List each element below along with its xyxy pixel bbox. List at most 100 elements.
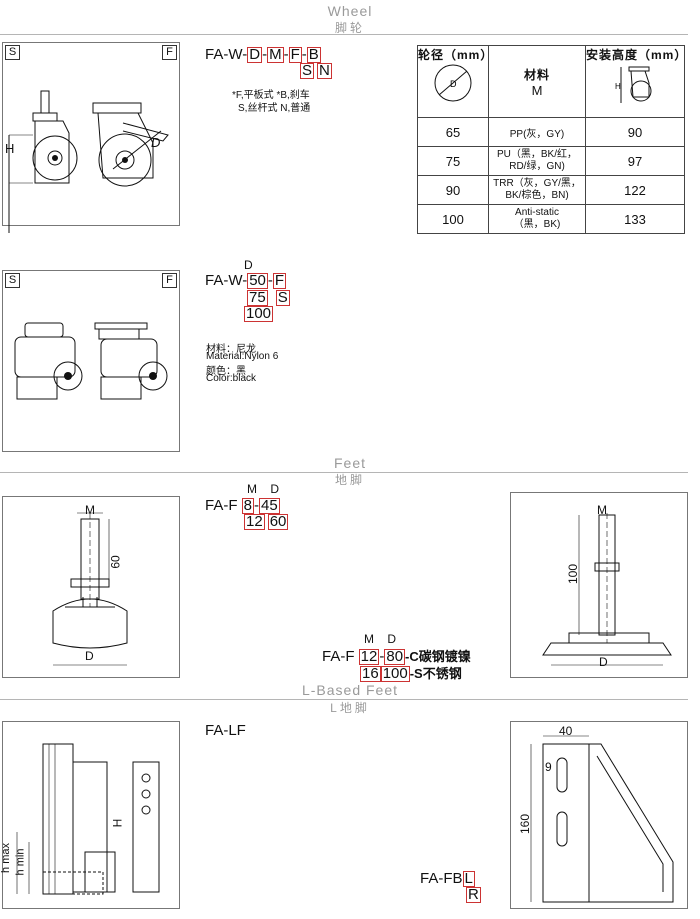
- wheel-diameter-icon: D: [434, 64, 472, 102]
- material-line1: Anti-static: [515, 207, 559, 218]
- material-line1: PP(灰，GY): [509, 128, 565, 140]
- material-en: Material:Nylon 6: [206, 351, 279, 362]
- feet-panel-2: M 100 D: [510, 492, 688, 678]
- material-cn: 材料：尼龙: [206, 344, 256, 355]
- table-header-height: 安装高度（mm） H: [585, 45, 686, 118]
- caster-drawing: [8, 90, 169, 233]
- tag-f: F: [162, 273, 177, 288]
- material-line1: TRR（灰，GY/黑，: [493, 178, 581, 189]
- code-box-75: 75: [247, 289, 268, 306]
- section-divider: [0, 699, 688, 700]
- steel-foot-drawing: [542, 513, 672, 666]
- lfeet-panel-2: 40 9 160: [510, 721, 688, 909]
- lfeet-panel-1: h max h min H: [0, 721, 180, 909]
- dim-160-label: 160: [518, 813, 533, 835]
- code-prefix: FA-FB: [420, 870, 463, 887]
- code-box-50: 50: [247, 272, 268, 289]
- l-bracket-drawing: [530, 735, 674, 903]
- code-box-s: S: [300, 62, 315, 79]
- cell-height: 90: [585, 117, 685, 147]
- code-dash: -: [379, 648, 385, 665]
- dim-9-label: 9: [545, 760, 552, 774]
- l-foot-assembly-drawing: [16, 743, 160, 895]
- table-row: 65 PP(灰，GY) 90: [417, 117, 685, 147]
- cell-diameter: 90: [417, 175, 489, 205]
- wheel2-d-header: D: [244, 258, 253, 272]
- feet-order-code-1: FA-F 8-45: [205, 497, 280, 514]
- wheel-order-code-2: FA-W-50-F: [205, 272, 287, 289]
- wheel-panel-1: S F H D: [2, 42, 180, 233]
- dim-m-label: M: [85, 503, 95, 517]
- icon-d-text: D: [450, 79, 457, 89]
- dim-d-label: D: [85, 649, 94, 663]
- lfoot-order-code: FA-LF: [205, 722, 246, 739]
- code-prefix: FA-F: [205, 497, 238, 514]
- section-title-lfeet: L-Based Feet: [301, 682, 399, 698]
- code-prefix: FA-F: [322, 648, 355, 665]
- cell-material: Anti-static（黑，BK): [488, 204, 586, 234]
- material-line2: RD/绿，GN): [509, 161, 565, 172]
- feet1-header: M D: [247, 482, 279, 496]
- code-prefix: FA-W-: [205, 46, 248, 63]
- cell-material: TRR（灰，GY/黑，BK/棕色，BN): [488, 175, 586, 205]
- cell-height: 97: [585, 146, 685, 176]
- section-title-wheel: Wheel: [327, 3, 373, 19]
- code-box-8: 8: [241, 497, 255, 514]
- dim-100-label: 100: [566, 563, 581, 585]
- color-cn: 颜色：黑: [206, 366, 246, 377]
- header-m: M: [247, 482, 257, 496]
- cell-diameter: 65: [417, 117, 489, 147]
- code-dash: -: [254, 497, 260, 514]
- code-suffix-c: -C碳钢镀镍: [405, 649, 471, 664]
- wheel-order-code-1: FA-W-D-M-F-B: [205, 46, 321, 63]
- leveling-foot-drawing: [52, 512, 128, 666]
- section-subtitle-feet: 地脚: [334, 473, 365, 487]
- code-dash: -: [267, 272, 273, 289]
- material-line2: （黑，BK): [513, 219, 561, 230]
- mount-height-icon: H: [615, 66, 652, 103]
- dim-h-label: H: [5, 141, 15, 156]
- header-diameter-label: 轮径（mm）: [418, 48, 494, 62]
- tag-s: S: [5, 273, 20, 288]
- tag-s: S: [5, 45, 20, 60]
- code-box-s: S: [275, 289, 290, 306]
- dim-40-label: 40: [559, 724, 573, 738]
- material-line1: PU（黑，BK/红，: [496, 149, 577, 160]
- section-divider: [0, 34, 688, 35]
- dim-hmax-label: h max: [0, 843, 12, 873]
- code-box-100: 100: [244, 305, 274, 322]
- header-d: D: [387, 632, 397, 646]
- table-row: 75 PU（黑，BK/红，RD/绿，GN) 97: [417, 146, 685, 176]
- code-box-12: 12: [358, 648, 380, 665]
- material-line2: BK/棕色，BN): [505, 190, 569, 201]
- dim-d-label: D: [599, 655, 608, 669]
- cell-height: 122: [585, 175, 685, 205]
- wheel-note-2: S,丝杆式 N,普通: [238, 103, 311, 114]
- cell-material: PP(灰，GY): [488, 117, 586, 147]
- feet-order-code-2: FA-F 12-80-C碳钢镀镍: [322, 646, 471, 665]
- header-d: D: [270, 482, 280, 496]
- header-material-m: M: [531, 82, 543, 98]
- code-box-d: D: [247, 46, 263, 63]
- lbracket-order-code-row2: R: [466, 886, 481, 903]
- code-dash: -: [283, 46, 289, 63]
- color-en: Color:black: [206, 373, 257, 384]
- cell-diameter: 75: [417, 146, 489, 176]
- code-box-60: 60: [267, 513, 289, 530]
- header-m: M: [364, 632, 374, 646]
- code-box-45: 45: [259, 497, 280, 514]
- wheel-order-code-2-row3: 100: [244, 305, 274, 322]
- dim-60-label: 60: [108, 555, 123, 569]
- code-prefix: FA-W-: [205, 272, 248, 289]
- leveling-caster-drawing: [14, 322, 168, 400]
- header-material-label: 材料: [523, 67, 550, 82]
- icon-h-text: H: [615, 82, 621, 91]
- code-box-f: F: [272, 272, 287, 289]
- code-dash: -: [262, 46, 268, 63]
- tag-f: F: [162, 45, 177, 60]
- dim-hmin-label: h min: [14, 848, 27, 876]
